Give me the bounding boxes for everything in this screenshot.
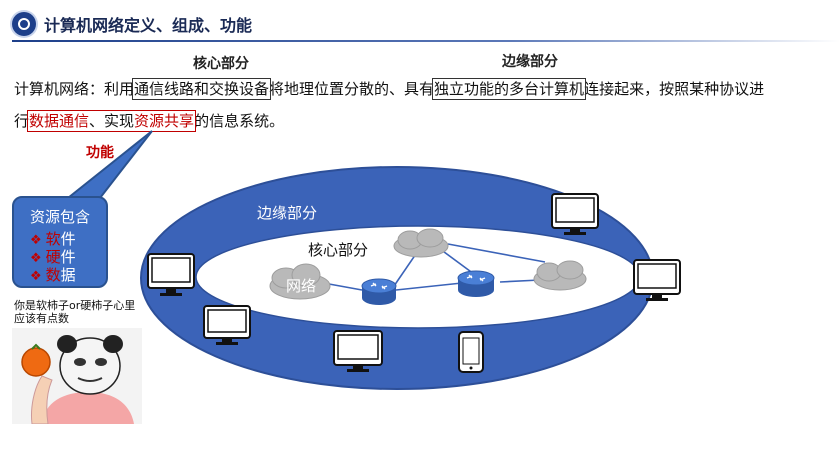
network-cloud-label: 网络 [286, 277, 316, 295]
monitor-icon [147, 253, 195, 296]
resource-item-rest: 据 [60, 266, 76, 284]
definition-text: 将地理位置分散的、具有 [269, 80, 435, 98]
monitor-icon [551, 193, 599, 235]
edge-part-label: 边缘部分 [502, 54, 558, 70]
meme-caption: 你是软柿子or硬柿子心里应该有点数 [14, 299, 136, 325]
resources-title: 资源包含 [29, 208, 90, 226]
monitor-icon [203, 305, 251, 345]
panda-meme-image [12, 328, 142, 424]
resource-item-highlight: 软 [45, 230, 61, 248]
university-logo [12, 12, 36, 36]
network-links [317, 243, 546, 291]
network-cloud-icon [269, 263, 331, 300]
monitor-icon [633, 259, 681, 301]
definition-line-1: 计算机网络：利用通信线路和交换设备将地理位置分散的、具有独立功能的多台计算机连接… [14, 78, 765, 100]
resource-item-rest: 件 [60, 230, 76, 248]
resources-callout: 资源包含 ❖软件 ❖硬件 ❖数据 [12, 196, 108, 288]
diamond-bullet-icon: ❖ [30, 233, 42, 248]
shirt-shape [42, 392, 134, 424]
definition-text: 连接起来，按照某种协议进 [584, 80, 765, 98]
data-communication-text: 数据通信 [29, 112, 90, 130]
slide-title: 计算机网络定义、组成、功能 [44, 16, 253, 35]
core-part-label: 核心部分 [193, 56, 249, 72]
comm-lines-highlight: 通信线路和交换设备 [132, 78, 272, 100]
resource-item-highlight: 硬 [45, 248, 61, 266]
resource-sharing-text: 资源共享 [134, 112, 195, 130]
resource-item-highlight: 数 [45, 266, 61, 284]
cloud-icon [533, 260, 587, 291]
core-region-label: 核心部分 [308, 241, 368, 259]
definition-text: 的信息系统。 [194, 112, 285, 130]
computers-highlight: 独立功能的多台计算机 [432, 78, 587, 100]
resource-item-rest: 件 [60, 248, 76, 266]
edge-region-label: 边缘部分 [257, 204, 317, 222]
panda-head [59, 337, 121, 395]
definition-line-2: 行数据通信、实现资源共享的信息系统。 [14, 110, 285, 132]
header-divider [12, 40, 840, 42]
resource-item: ❖硬件 [30, 246, 76, 267]
definition-text: 、实现 [89, 112, 135, 130]
persimmon-icon [21, 347, 51, 377]
router-icon [457, 270, 495, 297]
slide-header: 计算机网络定义、组成、功能 [0, 0, 840, 52]
diamond-bullet-icon: ❖ [30, 251, 42, 266]
monitor-icon [333, 330, 383, 372]
resource-item: ❖数据 [30, 264, 76, 285]
function-box: 数据通信、实现资源共享 [27, 110, 197, 132]
definition-text: 行 [14, 112, 30, 130]
phone-icon [458, 331, 484, 373]
resource-item: ❖软件 [30, 228, 76, 249]
definition-text: 计算机网络：利用 [14, 80, 135, 98]
diamond-bullet-icon: ❖ [30, 269, 42, 284]
cloud-icon [393, 228, 449, 258]
router-icon [361, 278, 397, 305]
